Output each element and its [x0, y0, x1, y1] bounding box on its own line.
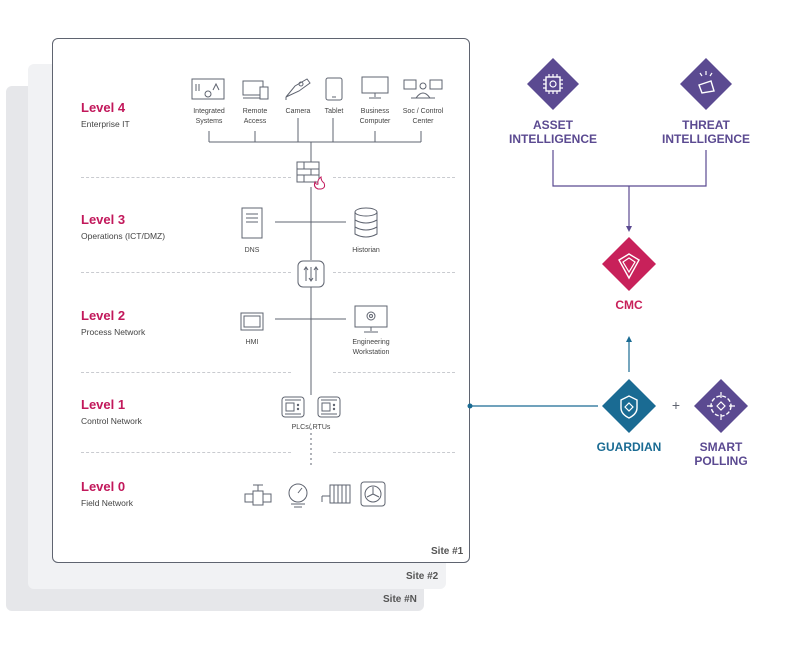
fan-icon: [360, 481, 386, 507]
device-label-hmi: HMI: [245, 339, 259, 346]
caption-line: Workstation: [352, 349, 390, 356]
level-0: Level 0 Field Network: [81, 479, 133, 508]
gauge-icon: [288, 483, 308, 508]
separator: [81, 452, 291, 453]
level-2: Level 2 Process Network: [81, 308, 145, 337]
separator: [81, 177, 291, 178]
separator: [81, 372, 291, 373]
rtu-icon: [317, 396, 341, 418]
label-line: POLLING: [694, 454, 748, 468]
label-line: ASSET: [532, 118, 573, 132]
level-title: Level 0: [81, 479, 126, 494]
device-label-control-center: Soc / Control Center: [396, 107, 450, 127]
separator: [81, 272, 291, 273]
valve-icon: [244, 484, 272, 506]
computer-icon: [361, 76, 389, 99]
separator: [333, 372, 455, 373]
caption-line: Access: [243, 118, 267, 125]
cmc-icon: [602, 237, 656, 291]
device-label-camera: Camera: [285, 108, 311, 115]
level-3: Level 3 Operations (ICT/DMZ): [81, 212, 165, 241]
camera-icon: [285, 78, 311, 100]
asset-intelligence-icon: [527, 58, 579, 110]
caption-line: Center: [412, 118, 434, 125]
label-line: INTELLIGENCE: [661, 132, 750, 146]
plc-icon: [281, 396, 305, 418]
level-subtitle: Process Network: [81, 327, 146, 337]
separator: [333, 452, 455, 453]
control-center-icon: [403, 79, 443, 99]
label-line: SMART: [699, 440, 743, 454]
level-title: Level 2: [81, 308, 126, 323]
level-title: Level 4: [81, 100, 126, 115]
asset-intelligence-label: ASSET INTELLIGENCE: [493, 118, 613, 146]
site-2-label: Site #2: [406, 571, 439, 582]
level-4: Level 4 Enterprise IT: [81, 100, 130, 129]
historian-database-icon: [354, 207, 378, 238]
plus-sign: +: [671, 397, 681, 413]
label-line: THREAT: [682, 118, 730, 132]
device-label-tablet: Tablet: [324, 108, 344, 115]
label-line: INTELLIGENCE: [508, 132, 597, 146]
caption-line: Computer: [359, 118, 391, 125]
smart-polling-icon: [694, 379, 748, 433]
level-title: Level 3: [81, 212, 126, 227]
separator: [333, 272, 455, 273]
device-label-historian: Historian: [352, 247, 380, 254]
caption-line: Systems: [195, 118, 223, 125]
firewall-icon: [296, 161, 326, 190]
site-1-label: Site #1: [431, 546, 464, 557]
hmi-icon: [240, 312, 264, 331]
cmc-label: CMC: [615, 298, 643, 312]
tablet-icon: [325, 77, 343, 101]
guardian-label: GUARDIAN: [596, 440, 662, 454]
level-subtitle: Field Network: [81, 498, 133, 508]
caption-line: Business: [360, 108, 390, 115]
threat-intelligence-label: THREAT INTELLIGENCE: [646, 118, 766, 146]
integrated-systems-icon: [191, 78, 225, 100]
dns-server-icon: [241, 207, 263, 239]
device-label-engineering-workstation: Engineering Workstation: [340, 338, 402, 358]
device-label-integrated-systems: Integrated Systems: [185, 107, 233, 127]
level-title: Level 1: [81, 397, 126, 412]
device-label-dns: DNS: [244, 247, 260, 254]
network-switch-icon: [297, 260, 325, 288]
caption-line: Soc / Control: [402, 108, 444, 115]
threat-intelligence-icon: [680, 58, 732, 110]
smart-polling-label: SMART POLLING: [681, 440, 761, 468]
guardian-icon: [602, 379, 656, 433]
engineering-workstation-icon: [354, 305, 388, 333]
level-1: Level 1 Control Network: [81, 397, 142, 426]
remote-access-icon: [242, 80, 269, 100]
level-subtitle: Operations (ICT/DMZ): [81, 231, 166, 241]
heat-exchanger-icon: [321, 484, 351, 504]
device-label-business-computer: Business Computer: [352, 107, 398, 127]
device-label-remote-access: Remote Access: [234, 107, 276, 127]
level-subtitle: Control Network: [81, 416, 142, 426]
site-n-label: Site #N: [383, 594, 417, 605]
separator: [333, 177, 455, 178]
caption-line: Integrated: [193, 108, 225, 115]
site-1-panel: [52, 38, 470, 563]
caption-line: Remote: [242, 108, 268, 115]
level-subtitle: Enterprise IT: [81, 119, 130, 129]
caption-line: Engineering: [352, 339, 390, 346]
device-label-plcs-rtus: PLCs/ RTUs: [291, 424, 331, 431]
